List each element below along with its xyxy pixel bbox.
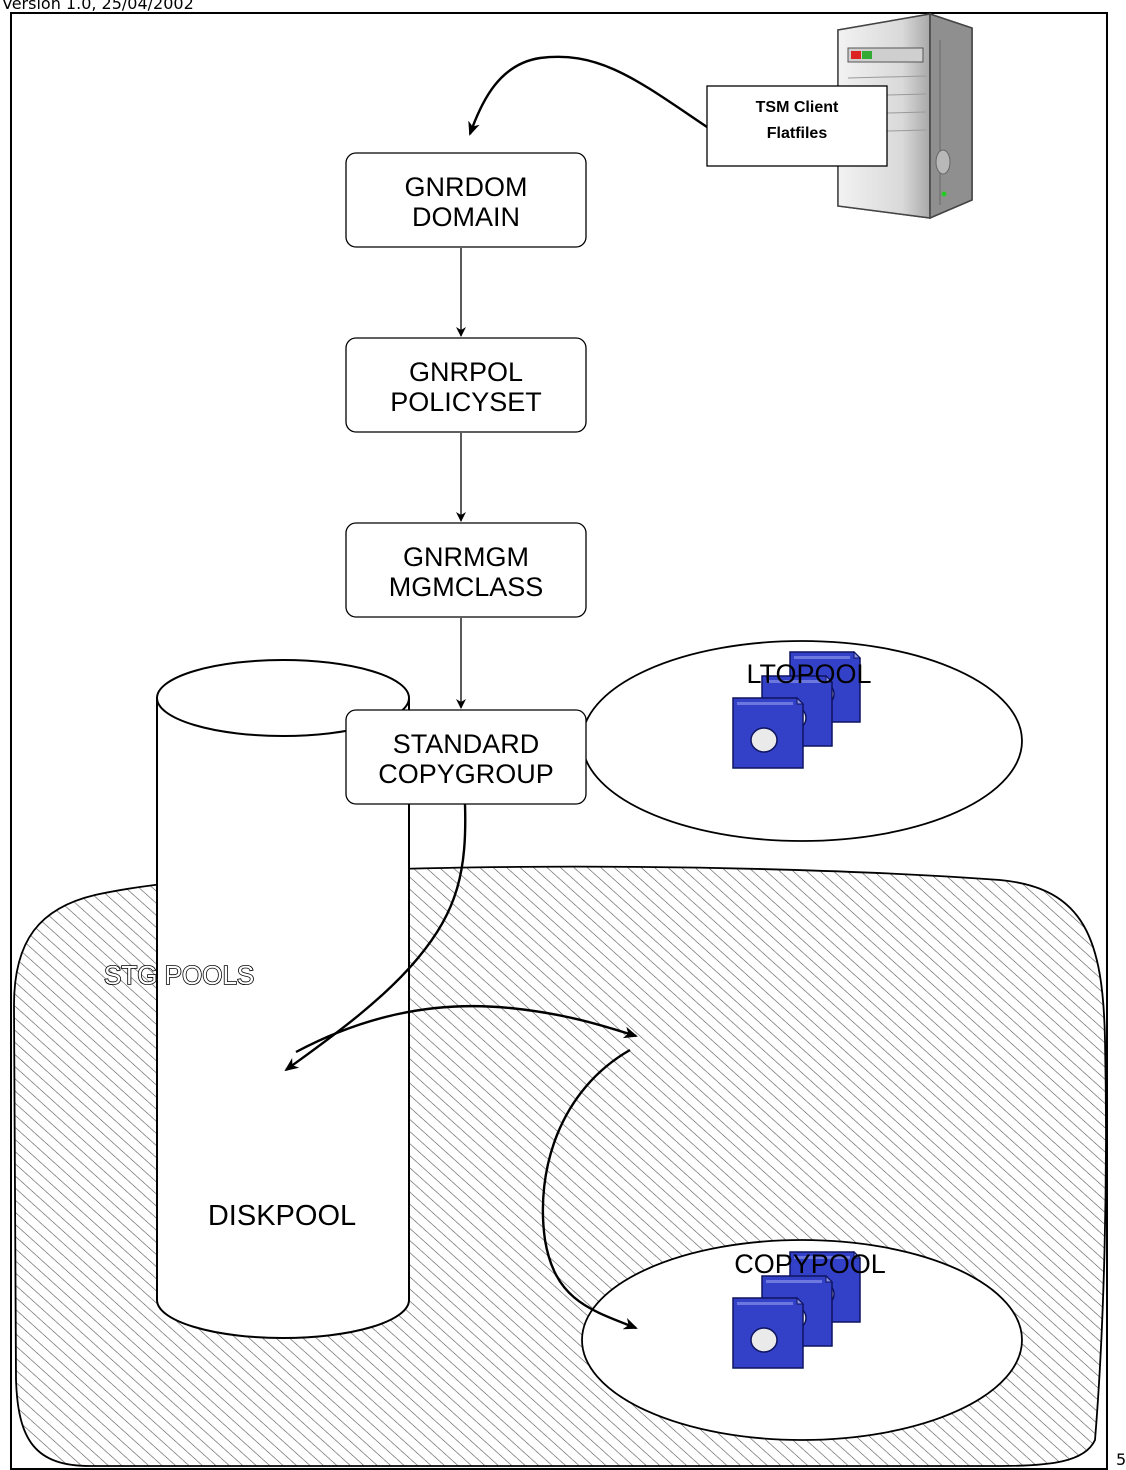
client-label-line1: TSM Client	[756, 99, 839, 116]
box-line2: MGMCLASS	[389, 572, 544, 602]
tsm-client-box	[706, 85, 888, 167]
box-line2: POLICYSET	[390, 387, 542, 417]
stg-pools-label: STG POOLS	[104, 960, 254, 990]
arrow-client-domain	[468, 55, 708, 136]
box-line1: GNRPOL	[409, 357, 523, 387]
box-line1: GNRMGM	[403, 542, 529, 572]
ltopool-label: LTOPOOL	[746, 659, 871, 689]
arrow-copygroup-diskpool	[284, 803, 467, 1072]
copypool-label: COPYPOOL	[734, 1249, 886, 1279]
box-line1: STANDARD	[393, 729, 540, 759]
arrow-diskpool-ltopool	[295, 1004, 638, 1054]
gnrpol-box	[345, 337, 587, 433]
page-number: 5	[1116, 1450, 1126, 1469]
diskpool-label: DISKPOOL	[208, 1200, 356, 1232]
box-line2: COPYGROUP	[378, 759, 554, 789]
gnrmgm-box	[345, 522, 587, 618]
arrow-ltopool-copypool	[541, 1048, 638, 1330]
version-text: Version 1.0, 25/04/2002	[2, 0, 194, 13]
box-line2: DOMAIN	[412, 202, 520, 232]
client-label-line2: Flatfiles	[767, 125, 828, 142]
box-line1: GNRDOM	[405, 172, 528, 202]
gnrdom-box	[345, 152, 587, 248]
diagram-frame	[10, 12, 1108, 1470]
